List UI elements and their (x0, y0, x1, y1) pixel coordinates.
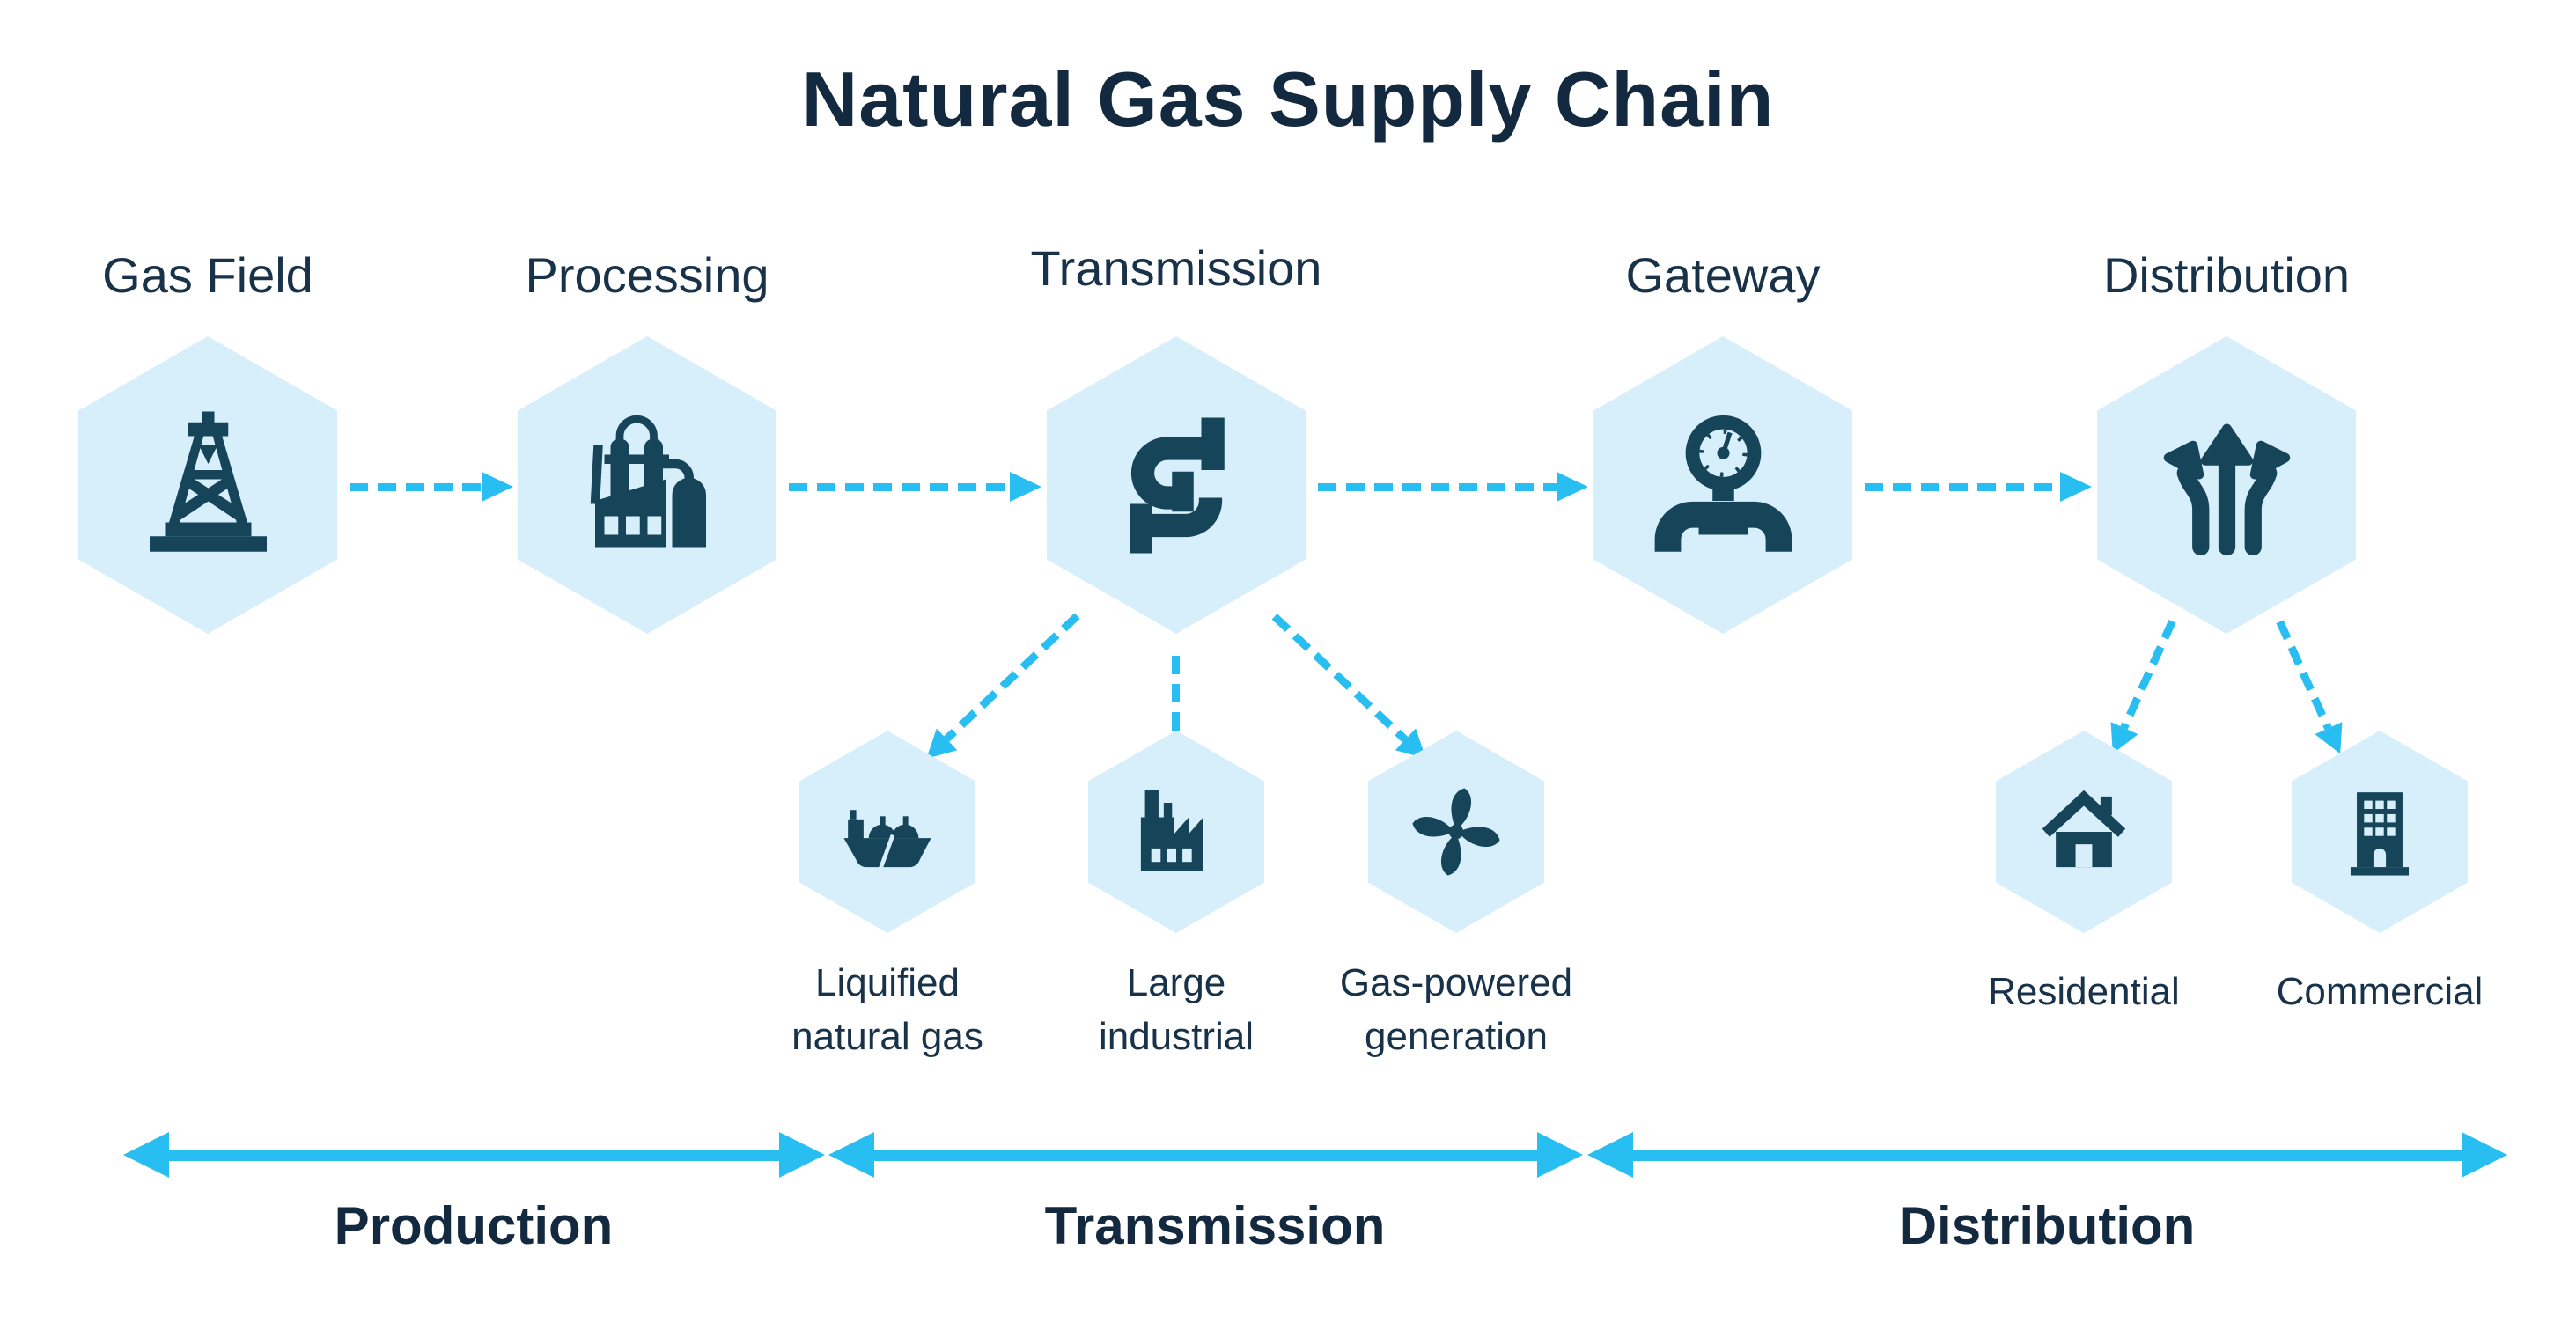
branch-label-lng-line1: Liquified (815, 961, 960, 1004)
lng-ship-icon (843, 810, 931, 871)
oil-derrick-icon (149, 411, 267, 552)
phase-label-production: Production (334, 1196, 614, 1255)
branch-label-generation-line2: generation (1365, 1015, 1548, 1058)
refinery-icon (590, 415, 706, 547)
branch-label-commercial: Commercial (2276, 970, 2484, 1013)
branch-label-residential: Residential (1988, 970, 2180, 1013)
stage-label-processing: Processing (525, 247, 769, 303)
stage-label-distribution: Distribution (2102, 247, 2351, 303)
hexagon-transmission (1047, 336, 1306, 634)
connector-processing-transmission (789, 483, 1010, 491)
hexagon-processing (518, 336, 776, 634)
branch-label-industrial-line1: Large (1126, 961, 1226, 1004)
branch-arrows-icon (2163, 423, 2290, 555)
diagram-title: Natural Gas Supply Chain (801, 55, 1775, 143)
connector-arrowhead-1 (482, 472, 513, 502)
hexagon-large-industrial (1088, 731, 1264, 933)
phase-label-transmission: Transmission (1044, 1196, 1386, 1255)
connector-distribution-residential (2099, 615, 2186, 761)
hexagon-commercial (2292, 731, 2468, 933)
hexagon-gas-field (78, 336, 337, 634)
fan-icon (1412, 788, 1500, 876)
factory-icon (1140, 790, 1203, 871)
stage-label-gas-field: Gas Field (102, 247, 313, 303)
connector-transmission-lng (916, 606, 1088, 770)
stage-label-transmission: Transmission (1030, 240, 1322, 296)
hexagon-lng (799, 731, 975, 933)
hexagon-residential (1996, 731, 2172, 933)
connector-arrowhead-3 (1557, 472, 1588, 502)
stage-label-gateway: Gateway (1625, 247, 1821, 303)
phase-arrow-distribution (1587, 1132, 2507, 1178)
branch-label-lng: Liquified natural gas (703, 956, 1072, 1063)
branch-label-lng-line2: natural gas (791, 1015, 983, 1058)
office-building-icon (2350, 792, 2410, 876)
pipeline-icon (1130, 417, 1225, 553)
hexagon-gateway (1593, 336, 1852, 634)
hexagon-gas-powered-generation (1368, 731, 1544, 933)
phase-arrow-production (123, 1132, 825, 1178)
connector-gateway-distribution (1865, 483, 2060, 491)
hexagon-distribution (2097, 336, 2356, 634)
house-icon (2042, 790, 2126, 868)
branch-label-industrial: Large industrial (991, 956, 1361, 1063)
phase-arrow-transmission (828, 1132, 1583, 1178)
branch-label-generation-line1: Gas-powered (1339, 961, 1573, 1004)
connector-transmission-generation (1264, 606, 1437, 770)
phase-label-distribution: Distribution (1898, 1196, 2196, 1255)
branch-label-generation: Gas-powered generation (1271, 956, 1641, 1063)
connector-gasfield-processing (350, 483, 482, 491)
branch-label-industrial-line2: industrial (1098, 1015, 1255, 1058)
connector-transmission-gateway (1318, 483, 1557, 491)
connector-distribution-commercial (2267, 615, 2354, 761)
connector-arrowhead-4 (2060, 472, 2092, 502)
gas-meter-icon (1654, 415, 1792, 552)
connector-arrowhead-2 (1010, 472, 1041, 502)
